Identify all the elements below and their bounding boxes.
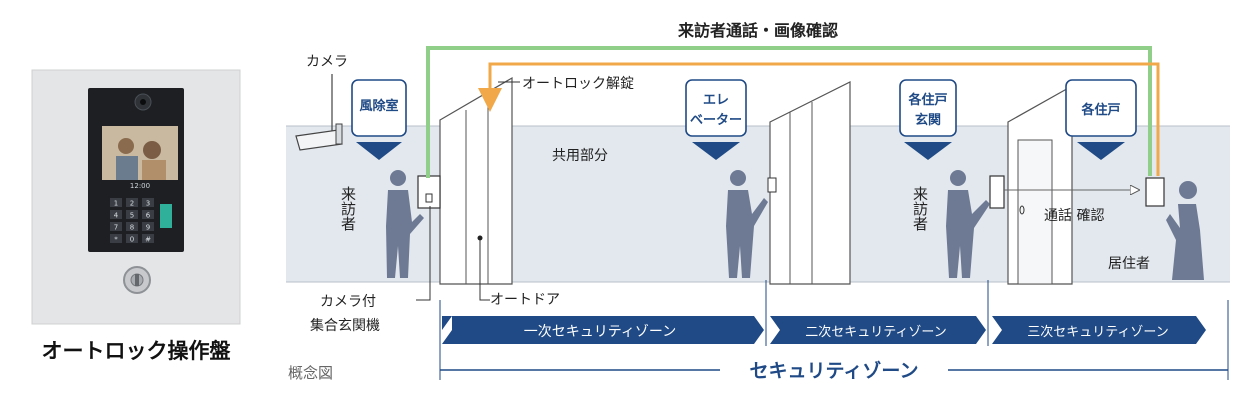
elevator-panel (770, 82, 850, 284)
auto-door-sensor (478, 236, 483, 241)
resident-monitor (1146, 178, 1164, 206)
screen-body-2 (142, 160, 166, 180)
keypad-key-label: 4 (114, 212, 119, 220)
visitor-label-1: 来訪者 (339, 186, 357, 231)
zone-tertiary-label: 三次セキュリティゾーン (1027, 324, 1169, 340)
zone-primary-label: 一次セキュリティゾーン (524, 324, 676, 340)
screen-face-2 (143, 141, 161, 159)
screen-time: 12:00 (130, 182, 150, 190)
call-confirm-label: 通話 確認 (1044, 207, 1104, 224)
common-area-label: 共用部分 (552, 148, 608, 164)
badge-elevator-label-2: ベーター (690, 113, 742, 128)
overall-zone-label: セキュリティゾーン (750, 360, 919, 382)
keypad-key-label: * (114, 236, 118, 244)
badge-each-unit-label: 各住戸 (1080, 102, 1120, 118)
key-slot (135, 274, 139, 286)
screen-body-1 (116, 156, 138, 180)
keypad-key-label: 1 (114, 200, 118, 208)
keypad-key-label: # (145, 236, 151, 244)
keypad-key-label: 6 (146, 212, 151, 220)
camera-mount (336, 124, 342, 144)
keypad-key-label: 3 (146, 200, 150, 208)
intercom-label-1: カメラ付 (320, 294, 376, 310)
entrance-intercom-device (418, 176, 440, 208)
panel-call-key (160, 204, 172, 228)
badge-door-entrance-label-1: 各住戸 (907, 92, 947, 108)
unit-door-structure (1008, 86, 1072, 284)
keypad-key-label: 7 (114, 224, 118, 232)
concept-label: 概念図 (288, 364, 333, 382)
badge-wind-room-label: 風除室 (359, 98, 398, 114)
zone-secondary-label: 二次セキュリティゾーン (805, 324, 947, 340)
keypad-key-label: 5 (130, 212, 134, 220)
intercom-label-2: 集合玄関機 (310, 317, 380, 334)
autolock-release-label: オートロック解錠 (522, 76, 634, 92)
intercom-panel: 12:00 1 2 3 4 5 6 7 8 9 * 0 # オートロック操作盤 (32, 70, 240, 363)
screen-face-1 (118, 138, 134, 154)
security-camera: カメラ (296, 54, 348, 150)
keypad-key-label: 8 (130, 224, 134, 232)
auto-door-panel (440, 78, 512, 284)
keypad-key-label: 2 (130, 200, 134, 208)
elevator-partition (770, 82, 850, 284)
panel-caption: オートロック操作盤 (42, 339, 232, 363)
visitor-label-2: 来訪者 (911, 186, 929, 231)
auto-door-structure (440, 78, 512, 284)
auto-door-label: オートドア (490, 292, 560, 308)
panel-camera-pupil (140, 99, 146, 105)
panel-screen (102, 126, 178, 180)
keypad-key-label: 9 (146, 224, 150, 232)
resident-label: 居住者 (1108, 256, 1150, 272)
door-intercom-device (990, 176, 1004, 208)
keypad-key-label: 0 (130, 236, 134, 244)
badge-door-entrance-label-2: 玄関 (915, 112, 941, 128)
elevator-call-button (768, 178, 776, 192)
camera-label: カメラ (306, 54, 348, 70)
badge-elevator-label-1: エレ (703, 93, 729, 108)
top-label: 来訪者通話・画像確認 (677, 21, 838, 40)
